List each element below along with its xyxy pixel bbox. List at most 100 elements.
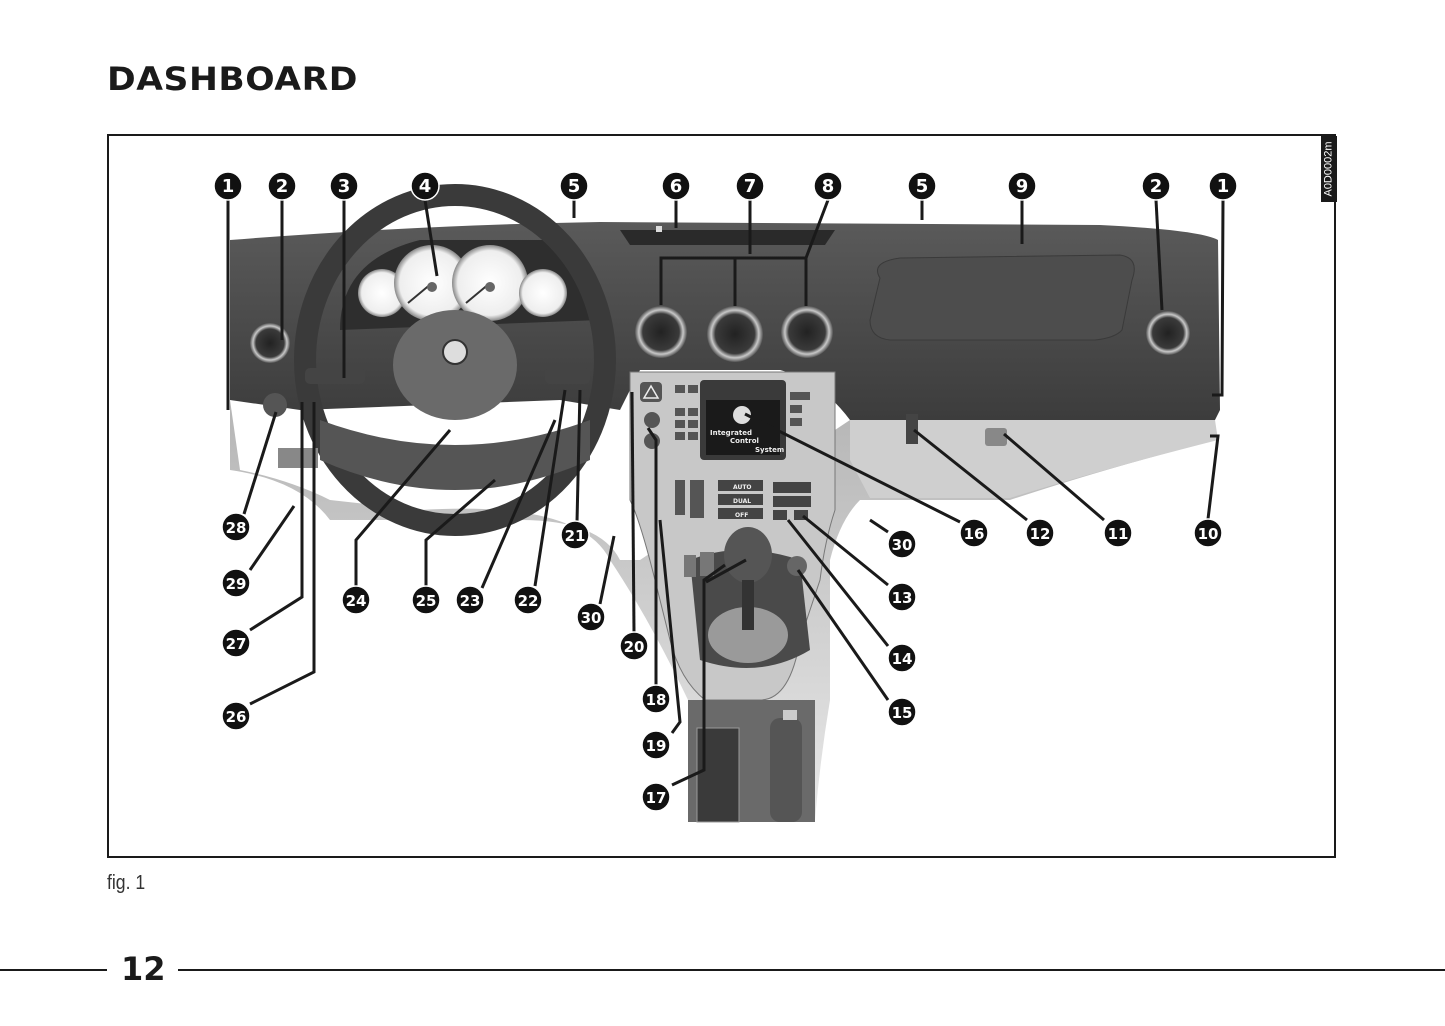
callout-marker: 9	[1007, 171, 1037, 201]
steering-wheel	[294, 184, 616, 536]
callout-marker: 11	[1103, 518, 1133, 548]
auto-label: AUTO	[733, 484, 752, 491]
passenger-airbag-switch	[906, 414, 918, 444]
callout-leader-line	[249, 402, 316, 706]
callout-marker: 26	[221, 701, 251, 731]
callout-marker: 1	[1208, 171, 1238, 201]
callout-leader-line	[248, 505, 296, 571]
callout-leader-line	[913, 428, 1028, 522]
callout-leader-line	[744, 412, 961, 524]
gear-knob	[724, 527, 772, 583]
callout-number: 10	[1198, 525, 1219, 543]
callout-marker: 27	[221, 628, 251, 658]
center-vent-middle	[707, 306, 763, 362]
callout-number: 4	[419, 176, 432, 197]
callout-number: 3	[338, 176, 351, 197]
dual-label: DUAL	[733, 498, 751, 505]
callout-marker: 4	[410, 171, 440, 201]
callout-number: 11	[1108, 525, 1129, 543]
ics-text-3: System	[755, 446, 784, 454]
page-title: DASHBOARD	[107, 60, 358, 98]
callout-number: 15	[892, 704, 913, 722]
callout-number: 24	[346, 592, 367, 610]
callout-leader-line	[802, 514, 889, 587]
ics-text-1: Integrated	[710, 429, 752, 437]
callout-number: 21	[565, 527, 586, 545]
callout-marker: 2	[1141, 171, 1171, 201]
callout-number: 7	[744, 176, 757, 197]
callout-marker: 2	[267, 171, 297, 201]
callout-number: 12	[1030, 525, 1051, 543]
callout-leader-line	[1154, 199, 1164, 311]
callout-leader-line	[354, 429, 452, 586]
callout-number: 2	[1150, 176, 1163, 197]
callout-number: 30	[581, 609, 602, 627]
callout-marker: 25	[411, 585, 441, 615]
callout-number: 25	[416, 592, 437, 610]
center-vent-left	[635, 306, 687, 358]
gauge-right	[519, 269, 567, 317]
right-side-vent	[1146, 311, 1190, 355]
callout-leader-line	[869, 518, 889, 534]
callout-marker: 3	[329, 171, 359, 201]
callout-marker: 1	[213, 171, 243, 201]
off-label: OFF	[735, 512, 748, 519]
callout-number: 19	[646, 737, 667, 755]
hazard-button	[640, 382, 662, 402]
callout-leader-line	[658, 519, 682, 734]
callout-marker: 20	[619, 631, 649, 661]
callout-marker: 23	[455, 585, 485, 615]
callout-marker: 17	[641, 782, 671, 812]
callout-marker: 22	[513, 585, 543, 615]
callout-marker: 5	[907, 171, 937, 201]
callout-leader-line	[575, 389, 582, 523]
callout-number: 28	[226, 519, 247, 537]
footer-rule-right	[178, 969, 1445, 971]
callout-number: 1	[1217, 176, 1230, 197]
callout-number: 26	[226, 708, 247, 726]
callout-number: 5	[916, 176, 929, 197]
callout-leader-line	[1206, 434, 1220, 520]
passenger-airbag	[869, 254, 1135, 341]
callout-marker: 15	[887, 697, 917, 727]
callout-marker: 14	[887, 643, 917, 673]
callout-leader-line	[242, 411, 278, 515]
callout-leader-line	[671, 563, 726, 787]
callout-marker: 19	[641, 730, 671, 760]
callout-number: 22	[518, 592, 539, 610]
callout-marker: 30	[576, 602, 606, 632]
callout-marker: 29	[221, 568, 251, 598]
figure-code: A0D0002m	[1321, 136, 1337, 202]
alfa-logo	[442, 339, 468, 365]
callout-number: 23	[460, 592, 481, 610]
callout-leader-line	[1003, 432, 1105, 522]
callout-leader-line	[424, 478, 496, 586]
callout-number: 9	[1016, 176, 1029, 197]
callout-number: 29	[226, 575, 247, 593]
callout-number: 18	[646, 691, 667, 709]
callout-marker: 28	[221, 512, 251, 542]
callout-number: 17	[646, 789, 667, 807]
auto-button	[718, 480, 763, 491]
glovebox-handle	[985, 428, 1007, 446]
callout-number: 8	[822, 176, 835, 197]
callout-marker: 21	[560, 520, 590, 550]
gauge-left	[358, 269, 406, 317]
figure-caption: fig. 1	[107, 872, 146, 894]
off-button	[718, 508, 763, 519]
callout-number: 1	[222, 176, 235, 197]
callout-leader-line	[249, 402, 304, 632]
callout-marker: 30	[887, 529, 917, 559]
callout-number: 30	[892, 536, 913, 554]
callout-leader-line	[1212, 199, 1225, 397]
ics-text-2: Control	[730, 437, 759, 445]
callout-marker: 7	[735, 171, 765, 201]
callout-number: 14	[892, 650, 913, 668]
callout-number: 13	[892, 589, 913, 607]
callout-leader-line	[480, 419, 557, 589]
callout-marker: 10	[1193, 518, 1223, 548]
callout-leader-line	[705, 558, 747, 584]
footer-rule-left	[0, 969, 107, 971]
callout-leader-line	[786, 519, 890, 647]
